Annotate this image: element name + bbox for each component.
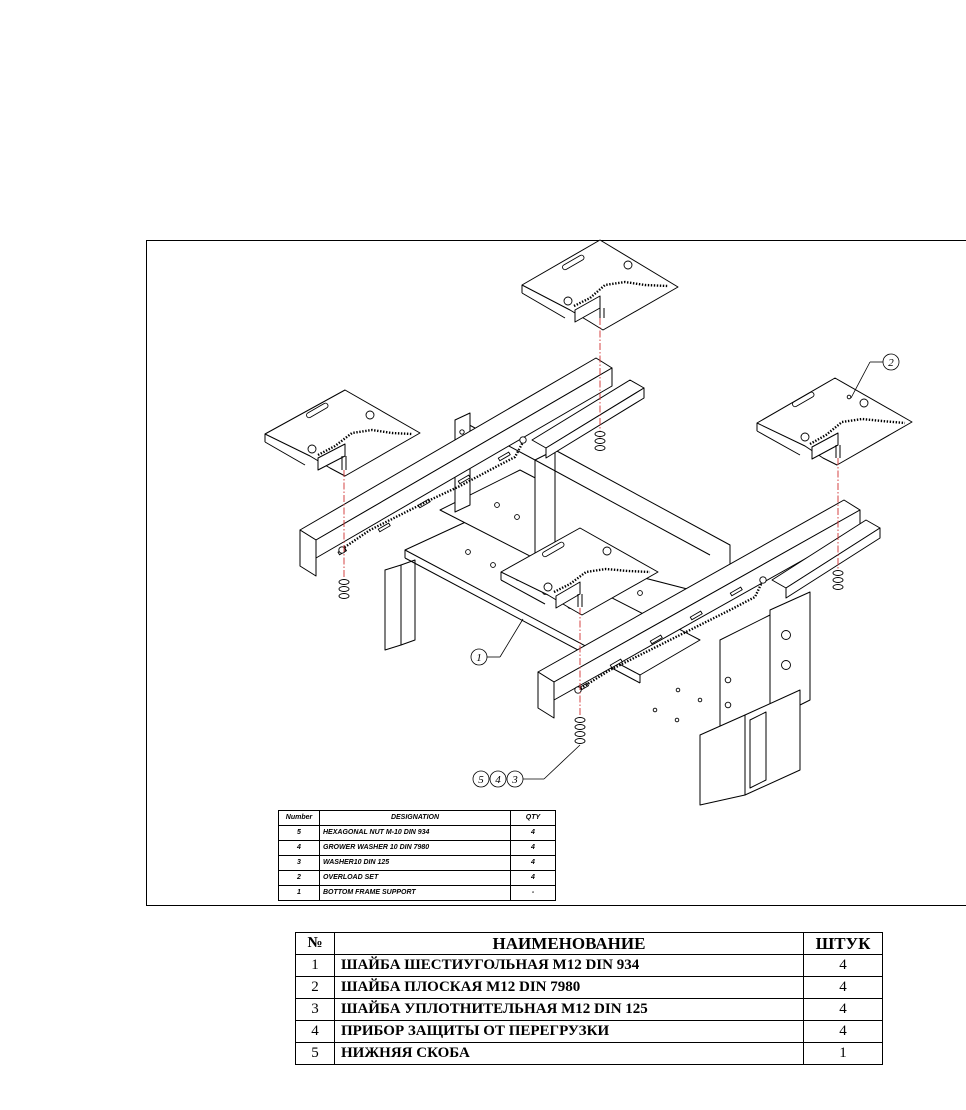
row-qty: 4 [803,954,883,977]
header-number: № [295,932,335,955]
table-row: 1 ШАЙБА ШЕСТИУГОЛЬНАЯ М12 DIN 934 4 [295,954,883,977]
row-qty: 4 [510,825,556,841]
overload-plate-top [521,239,679,331]
parts-list-en-header: Number DESIGNATION QTY [278,810,556,826]
balloon-part-1: 1 [470,618,524,666]
header-designation: НАИМЕНОВАНИЕ [334,932,804,955]
balloon-1-label: 1 [476,652,482,664]
fastener-stack-top [594,431,606,451]
balloon-3-label: 3 [511,774,518,786]
row-designation: ШАЙБА ПЛОСКАЯ М12 DIN 7980 [334,976,804,999]
table-row: 1 BOTTOM FRAME SUPPORT - [278,885,556,901]
parts-list-ru-header: № НАИМЕНОВАНИЕ ШТУК [295,932,883,955]
row-designation: НИЖНЯЯ СКОБА [334,1042,804,1065]
left-rail [299,357,645,577]
row-designation: WASHER10 DIN 125 [319,855,511,871]
table-row: 2 ШАЙБА ПЛОСКАЯ М12 DIN 7980 4 [295,976,883,999]
overload-plate-center [500,527,659,616]
table-row: 4 GROWER WASHER 10 DIN 7980 4 [278,840,556,856]
table-row: 5 НИЖНЯЯ СКОБА 1 [295,1042,883,1065]
parts-list-ru: № НАИМЕНОВАНИЕ ШТУК 1 ШАЙБА ШЕСТИУГОЛЬНА… [295,932,883,1065]
row-designation: GROWER WASHER 10 DIN 7980 [319,840,511,856]
table-row: 4 ПРИБОР ЗАЩИТЫ ОТ ПЕРЕГРУЗКИ 4 [295,1020,883,1043]
row-designation: OVERLOAD SET [319,870,511,886]
table-row: 3 ШАЙБА УПЛОТНИТЕЛЬНАЯ М12 DIN 125 4 [295,998,883,1021]
balloon-2-label: 2 [888,357,894,369]
right-rail [537,499,881,719]
fastener-stack-left [338,579,350,599]
row-qty: 4 [510,870,556,886]
table-row: 3 WASHER10 DIN 125 4 [278,855,556,871]
row-qty: - [510,885,556,901]
header-qty: ШТУК [803,932,883,955]
assembly-center-lines [343,318,839,720]
balloon-part-2: 2 [850,353,900,399]
overload-plate-right [756,377,913,466]
row-designation: ШАЙБА ШЕСТИУГОЛЬНАЯ М12 DIN 934 [334,954,804,977]
row-qty: 4 [510,840,556,856]
row-qty: 4 [803,976,883,999]
row-designation: ПРИБОР ЗАЩИТЫ ОТ ПЕРЕГРУЗКИ [334,1020,804,1043]
overload-plate-left [264,389,421,477]
row-number: 4 [278,840,320,856]
fastener-stack-right [832,570,844,590]
drawing-frame [146,240,966,906]
table-row: 2 OVERLOAD SET 4 [278,870,556,886]
row-designation: BOTTOM FRAME SUPPORT [319,885,511,901]
balloon-parts-5-4-3: 5 4 3 [472,744,581,788]
parts-list-en: Number DESIGNATION QTY 5 HEXAGONAL NUT M… [278,810,556,901]
row-number: 3 [278,855,320,871]
row-number: 4 [295,1020,335,1043]
row-qty: 4 [803,998,883,1021]
table-row: 5 HEXAGONAL NUT M-10 DIN 934 4 [278,825,556,841]
row-number: 1 [278,885,320,901]
row-qty: 4 [803,1020,883,1043]
header-qty: QTY [510,810,556,826]
fastener-stack-center [574,717,586,744]
header-designation: DESIGNATION [319,810,511,826]
row-designation: ШАЙБА УПЛОТНИТЕЛЬНАЯ М12 DIN 125 [334,998,804,1021]
row-number: 5 [278,825,320,841]
row-qty: 4 [510,855,556,871]
row-number: 5 [295,1042,335,1065]
row-designation: HEXAGONAL NUT M-10 DIN 934 [319,825,511,841]
balloon-4-label: 4 [495,774,501,786]
balloon-5-label: 5 [478,774,484,786]
header-number: Number [278,810,320,826]
row-qty: 1 [803,1042,883,1065]
row-number: 3 [295,998,335,1021]
row-number: 1 [295,954,335,977]
row-number: 2 [295,976,335,999]
row-number: 2 [278,870,320,886]
